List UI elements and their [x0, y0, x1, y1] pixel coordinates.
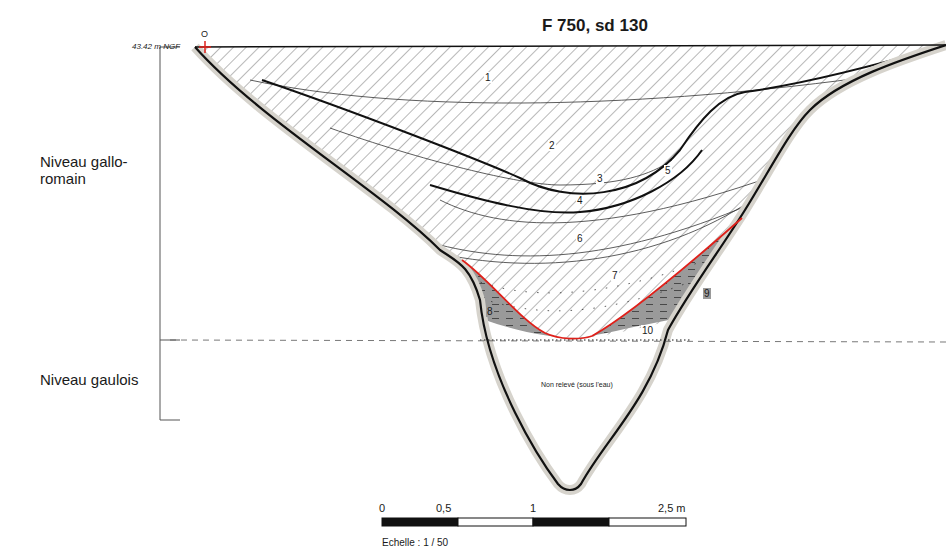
- layer-number: 3: [596, 173, 604, 184]
- layer-number: 9: [703, 288, 711, 299]
- scale-value: 0: [379, 502, 385, 514]
- layer-number: 4: [576, 195, 584, 206]
- layer-number: 7: [611, 270, 619, 281]
- level-label: Niveau gallo-romain: [40, 154, 145, 187]
- layer-number: 1: [484, 72, 492, 83]
- orientation-letter: O: [201, 30, 208, 40]
- scale-value: 0,5: [436, 502, 451, 514]
- layer-number: 2: [548, 140, 556, 151]
- scale-caption: Echelle : 1 / 50: [382, 537, 448, 548]
- area-note: Non relevé (sous l'eau): [541, 381, 613, 389]
- layer-number: 10: [641, 325, 654, 336]
- layer-number: 5: [664, 165, 672, 176]
- level-label: Niveau gaulois: [40, 372, 138, 389]
- layer-number: 8: [486, 306, 494, 317]
- layer-number: 6: [576, 233, 584, 244]
- scale-value: 2,5 m: [658, 502, 686, 514]
- scale-value: 1: [530, 502, 536, 514]
- section-title: F 750, sd 130: [542, 17, 648, 36]
- elevation-label: 43.42 m NGF: [132, 43, 180, 52]
